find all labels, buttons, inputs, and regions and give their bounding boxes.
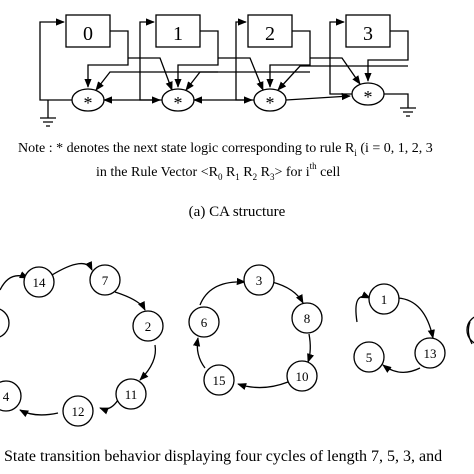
cell-box-1: 1 — [155, 14, 201, 48]
svg-text:8: 8 — [304, 311, 311, 326]
logic-node-1: * — [161, 88, 195, 113]
state-node-9: 9 — [0, 308, 10, 338]
svg-text:11: 11 — [125, 387, 138, 402]
edge-15-6 — [192, 337, 206, 369]
caption-b: State transition behavior displaying fou… — [4, 448, 442, 465]
state-node-4: 4 — [0, 380, 22, 412]
logic-symbol-0: * — [84, 93, 93, 113]
logic-node-3: * — [351, 82, 385, 107]
cell-label-3: 3 — [363, 23, 373, 45]
state-node-6: 6 — [188, 306, 220, 338]
svg-text:2: 2 — [145, 319, 152, 334]
edge-14-7 — [51, 261, 93, 276]
state-node-11: 11 — [115, 378, 147, 410]
edge-1-13 — [397, 297, 435, 339]
cell-label-0: 0 — [83, 23, 93, 45]
logic-symbol-3: * — [364, 87, 373, 107]
state-node-1: 1 — [368, 283, 400, 315]
svg-text:1: 1 — [381, 292, 388, 307]
svg-text:13: 13 — [424, 346, 437, 361]
svg-text:7: 7 — [102, 273, 109, 288]
cell-box-3: 3 — [345, 14, 391, 48]
cycle-4 — [466, 316, 474, 345]
logic-node-0: * — [71, 88, 105, 113]
edge-self-loop-partial — [467, 321, 473, 345]
edge-5-1 — [355, 291, 371, 323]
wire-cell0-to-node1 — [128, 57, 173, 91]
svg-text:5: 5 — [366, 350, 373, 365]
note: Note : * denotes the next state logic co… — [18, 141, 433, 220]
state-node-15: 15 — [203, 364, 235, 396]
note-line-2: in the Rule Vector <R0 R1 R2 R3> for ith… — [96, 161, 340, 182]
wire-cell1-to-node2 — [218, 57, 264, 91]
edge-12-4 — [19, 409, 59, 418]
wire-cell3-to-node2 — [277, 65, 408, 91]
svg-text:10: 10 — [296, 369, 309, 384]
cell-label-1: 1 — [173, 23, 183, 45]
ground-left — [40, 100, 56, 127]
edge-7-2 — [114, 291, 146, 311]
cell-label-2: 2 — [265, 23, 275, 45]
edge-8-10 — [307, 333, 315, 363]
logic-node-2: * — [253, 88, 287, 113]
edge-13-5 — [382, 364, 421, 373]
cell-box-2: 2 — [247, 14, 293, 48]
state-transition: 14 7 2 11 12 4 9 3 8 10 15 6 1 1 — [0, 261, 474, 427]
state-node-7: 7 — [89, 264, 121, 296]
wire-cell1-to-node0 — [95, 71, 218, 91]
wire-cell3-self — [364, 30, 409, 82]
svg-text:15: 15 — [213, 373, 226, 388]
svg-text:6: 6 — [201, 315, 208, 330]
cycle-3: 1 13 5 — [353, 283, 446, 373]
svg-text:14: 14 — [33, 275, 47, 290]
cycle-2: 3 8 10 15 6 — [188, 264, 323, 396]
wire-node3-to-cell3 — [329, 18, 352, 95]
wire-cell2-to-node3 — [310, 57, 361, 85]
edge-3-8 — [271, 281, 304, 304]
state-node-13: 13 — [414, 337, 446, 369]
svg-text:4: 4 — [3, 389, 10, 404]
ground-right — [384, 93, 416, 117]
wire-cell0-self — [84, 30, 129, 88]
state-node-10: 10 — [286, 360, 318, 392]
wire-node0-to-cell0 — [39, 18, 72, 101]
cycle-1: 14 7 2 11 12 4 9 — [0, 261, 164, 427]
svg-text:3: 3 — [256, 273, 263, 288]
edge-10-15 — [237, 381, 289, 391]
state-node-14: 14 — [23, 266, 55, 298]
ca-structure: 0 1 2 3 * * * * — [39, 14, 416, 127]
wire-cell2-to-node1 — [185, 71, 310, 91]
edge-6-3 — [199, 277, 246, 306]
state-node-12: 12 — [62, 395, 94, 427]
state-node-8: 8 — [291, 302, 323, 334]
edge-11-12 — [99, 399, 119, 415]
state-node-5: 5 — [353, 341, 385, 373]
logic-symbol-1: * — [174, 93, 183, 113]
state-node-3: 3 — [243, 264, 275, 296]
note-line-1: Note : * denotes the next state logic co… — [18, 141, 433, 158]
logic-symbol-2: * — [266, 93, 275, 113]
svg-text:12: 12 — [72, 404, 85, 419]
caption-a: (a) CA structure — [189, 204, 286, 220]
edge-2-11 — [139, 344, 157, 381]
wire-bus-2-3 — [285, 92, 351, 101]
cell-box-0: 0 — [65, 14, 111, 48]
state-node-2: 2 — [132, 310, 164, 342]
